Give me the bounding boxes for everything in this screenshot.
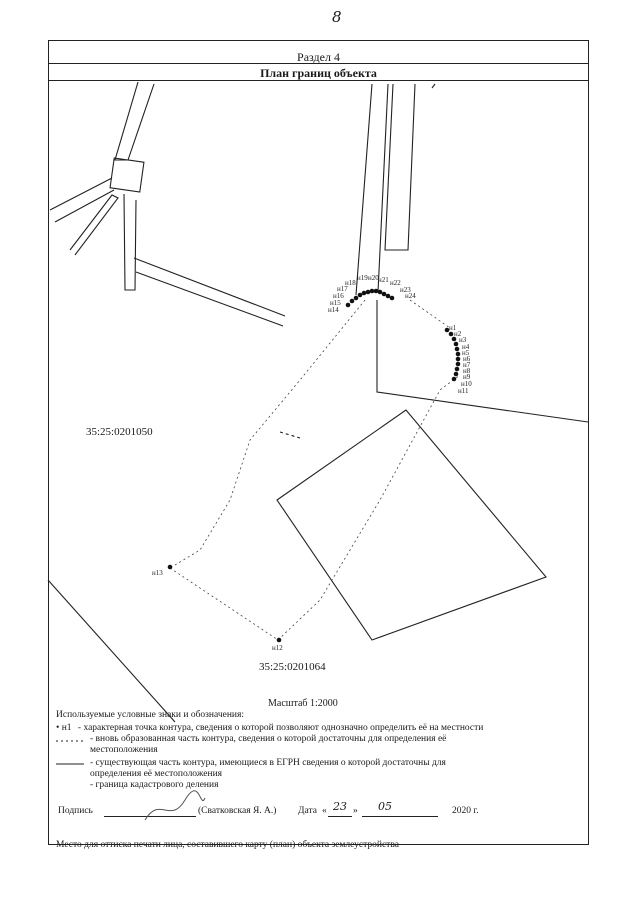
road-down xyxy=(123,193,137,291)
legend-item-text: - характерная точка контура, сведения о … xyxy=(77,723,484,733)
road-diag-2 xyxy=(135,271,284,327)
svg-text:н19: н19 xyxy=(357,274,368,282)
strip-3 xyxy=(384,83,416,251)
svg-text:н2: н2 xyxy=(454,330,462,338)
svg-text:н20: н20 xyxy=(368,274,379,282)
new-contour-3 xyxy=(409,299,451,329)
handwritten-signature xyxy=(144,790,206,821)
header-divider-1 xyxy=(48,63,589,64)
date-month: 05 xyxy=(378,800,392,813)
legend-item: • н1 - характерная точка контура, сведен… xyxy=(56,723,483,734)
date-day-close: » xyxy=(353,806,358,816)
page-title: План границ объекта xyxy=(260,66,377,80)
legend-line-existing xyxy=(56,763,84,765)
parcel-label-2: 35:25:0201064 xyxy=(259,661,326,673)
svg-text:н6: н6 xyxy=(463,355,471,363)
date-day: 23 xyxy=(333,800,347,813)
date-year: 2020 г. xyxy=(452,806,479,816)
svg-text:н4: н4 xyxy=(462,343,470,351)
cadastral-line xyxy=(47,579,176,723)
parcel-right xyxy=(376,300,589,423)
signature-label: Подпись xyxy=(58,806,93,816)
legend-item: определения её местоположения xyxy=(90,769,223,779)
svg-text:н10: н10 xyxy=(461,380,472,388)
parcel-square xyxy=(276,409,547,641)
svg-text:н23: н23 xyxy=(400,286,411,294)
legend-item: - вновь образованная часть контура, свед… xyxy=(90,734,447,744)
dashed-lines xyxy=(279,431,301,439)
building-outline xyxy=(109,157,145,193)
legend-item: - граница кадастрового деления xyxy=(90,780,219,790)
svg-text:н18: н18 xyxy=(345,279,356,287)
svg-text:н16: н16 xyxy=(333,292,344,300)
document-frame xyxy=(48,40,589,845)
svg-text:н8: н8 xyxy=(463,367,471,375)
svg-text:н22: н22 xyxy=(390,279,401,287)
road-left-1 xyxy=(49,177,113,211)
strip-4 xyxy=(431,83,436,89)
road-left-2 xyxy=(54,189,115,223)
svg-text:н3: н3 xyxy=(459,336,467,344)
signature-line xyxy=(104,816,196,817)
legend-item: - существующая часть контура, имеющиеся … xyxy=(90,758,446,768)
svg-text:н9: н9 xyxy=(463,373,471,381)
svg-text:н7: н7 xyxy=(463,361,471,369)
legend-dash-new xyxy=(56,740,84,742)
svg-text:н15: н15 xyxy=(330,299,341,307)
stamp-footer: Место для оттиска печати лица, составивш… xyxy=(56,840,399,850)
section-heading: Раздел 4 xyxy=(297,50,340,64)
road-left-3 xyxy=(69,194,119,256)
legend-item: местоположения xyxy=(90,745,158,755)
date-day-line xyxy=(328,816,352,817)
header-divider-2 xyxy=(48,80,589,81)
strip-1 xyxy=(355,83,373,296)
new-contour-1 xyxy=(169,299,366,569)
new-contour-2 xyxy=(169,374,461,641)
legend-heading: Используемые условные знаки и обозначени… xyxy=(56,710,245,720)
date-day-open: « xyxy=(322,806,327,816)
svg-text:н5: н5 xyxy=(462,349,470,357)
svg-text:н24: н24 xyxy=(405,292,416,300)
svg-text:н21: н21 xyxy=(378,276,389,284)
legend-point-symbol: • н1 xyxy=(56,723,72,733)
page-mark: 8 xyxy=(332,8,342,26)
svg-text:н13: н13 xyxy=(152,569,163,577)
svg-text:н1: н1 xyxy=(449,324,457,332)
svg-text:н12: н12 xyxy=(272,644,283,652)
scale-label: Масштаб 1:2000 xyxy=(268,698,338,709)
svg-text:н11: н11 xyxy=(458,387,469,395)
road-strip xyxy=(114,81,155,161)
date-label: Дата xyxy=(298,806,317,816)
signer-name: (Сватковская Я. А.) xyxy=(198,806,277,816)
svg-text:н17: н17 xyxy=(337,285,348,293)
date-month-line xyxy=(362,816,438,817)
strip-2 xyxy=(377,83,389,293)
road-diag-1 xyxy=(133,257,286,317)
svg-text:н14: н14 xyxy=(328,306,339,314)
parcel-label-1: 35:25:0201050 xyxy=(86,426,153,438)
